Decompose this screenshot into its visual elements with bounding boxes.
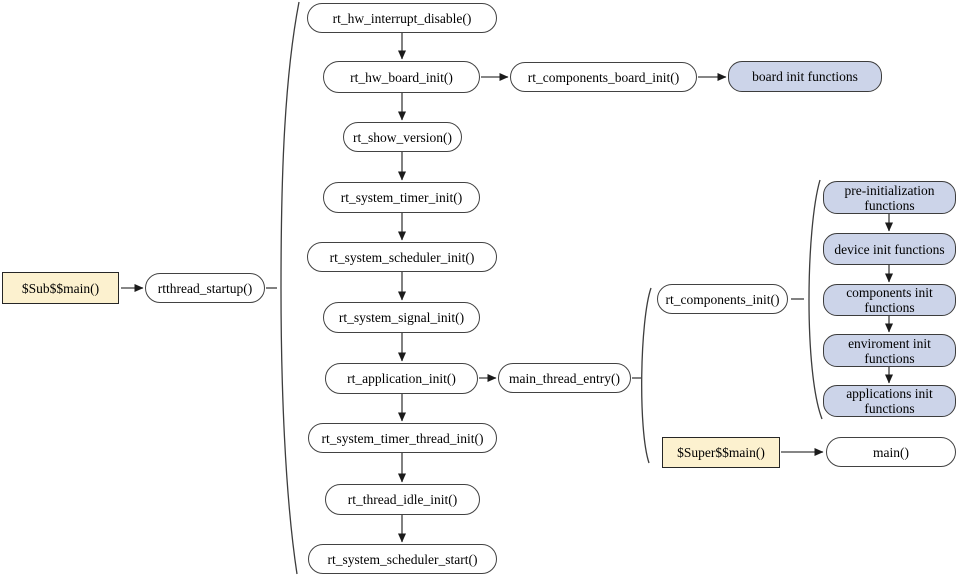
node-super-main: $Super$$main()	[662, 437, 780, 468]
node-rt-system-scheduler-init: rt_system_scheduler_init()	[307, 242, 497, 272]
node-rt-show-version: rt_show_version()	[343, 122, 462, 152]
node-sub-main: $Sub$$main()	[2, 272, 119, 304]
node-rt-application-init: rt_application_init()	[325, 363, 478, 394]
node-rt-system-timer-init: rt_system_timer_init()	[323, 182, 480, 213]
node-main-thread-entry: main_thread_entry()	[498, 363, 631, 393]
node-board-init-functions: board init functions	[728, 61, 882, 92]
node-rt-components-init: rt_components_init()	[657, 284, 788, 314]
node-rt-hw-interrupt-disable: rt_hw_interrupt_disable()	[307, 3, 497, 33]
node-components-init-functions: components init functions	[823, 284, 956, 316]
node-device-init-functions: device init functions	[823, 233, 956, 265]
node-rt-system-signal-init: rt_system_signal_init()	[323, 302, 480, 333]
node-rt-system-scheduler-start: rt_system_scheduler_start()	[308, 544, 497, 574]
node-applications-init-functions: applications init functions	[823, 385, 956, 417]
node-rt-hw-board-init: rt_hw_board_init()	[323, 61, 480, 93]
node-rt-system-timer-thread-init: rt_system_timer_thread_init()	[308, 423, 497, 453]
node-rtthread-startup: rtthread_startup()	[145, 273, 265, 303]
node-main: main()	[826, 437, 956, 467]
node-pre-initialization-functions: pre-initialization functions	[823, 181, 956, 214]
node-enviroment-init-functions: enviroment init functions	[823, 334, 956, 367]
main-thread-group-brace	[641, 287, 652, 464]
startup-group-brace	[280, 1, 300, 575]
node-rt-thread-idle-init: rt_thread_idle_init()	[325, 484, 480, 515]
node-rt-components-board-init: rt_components_board_init()	[510, 62, 697, 92]
components-group-brace	[808, 179, 823, 420]
